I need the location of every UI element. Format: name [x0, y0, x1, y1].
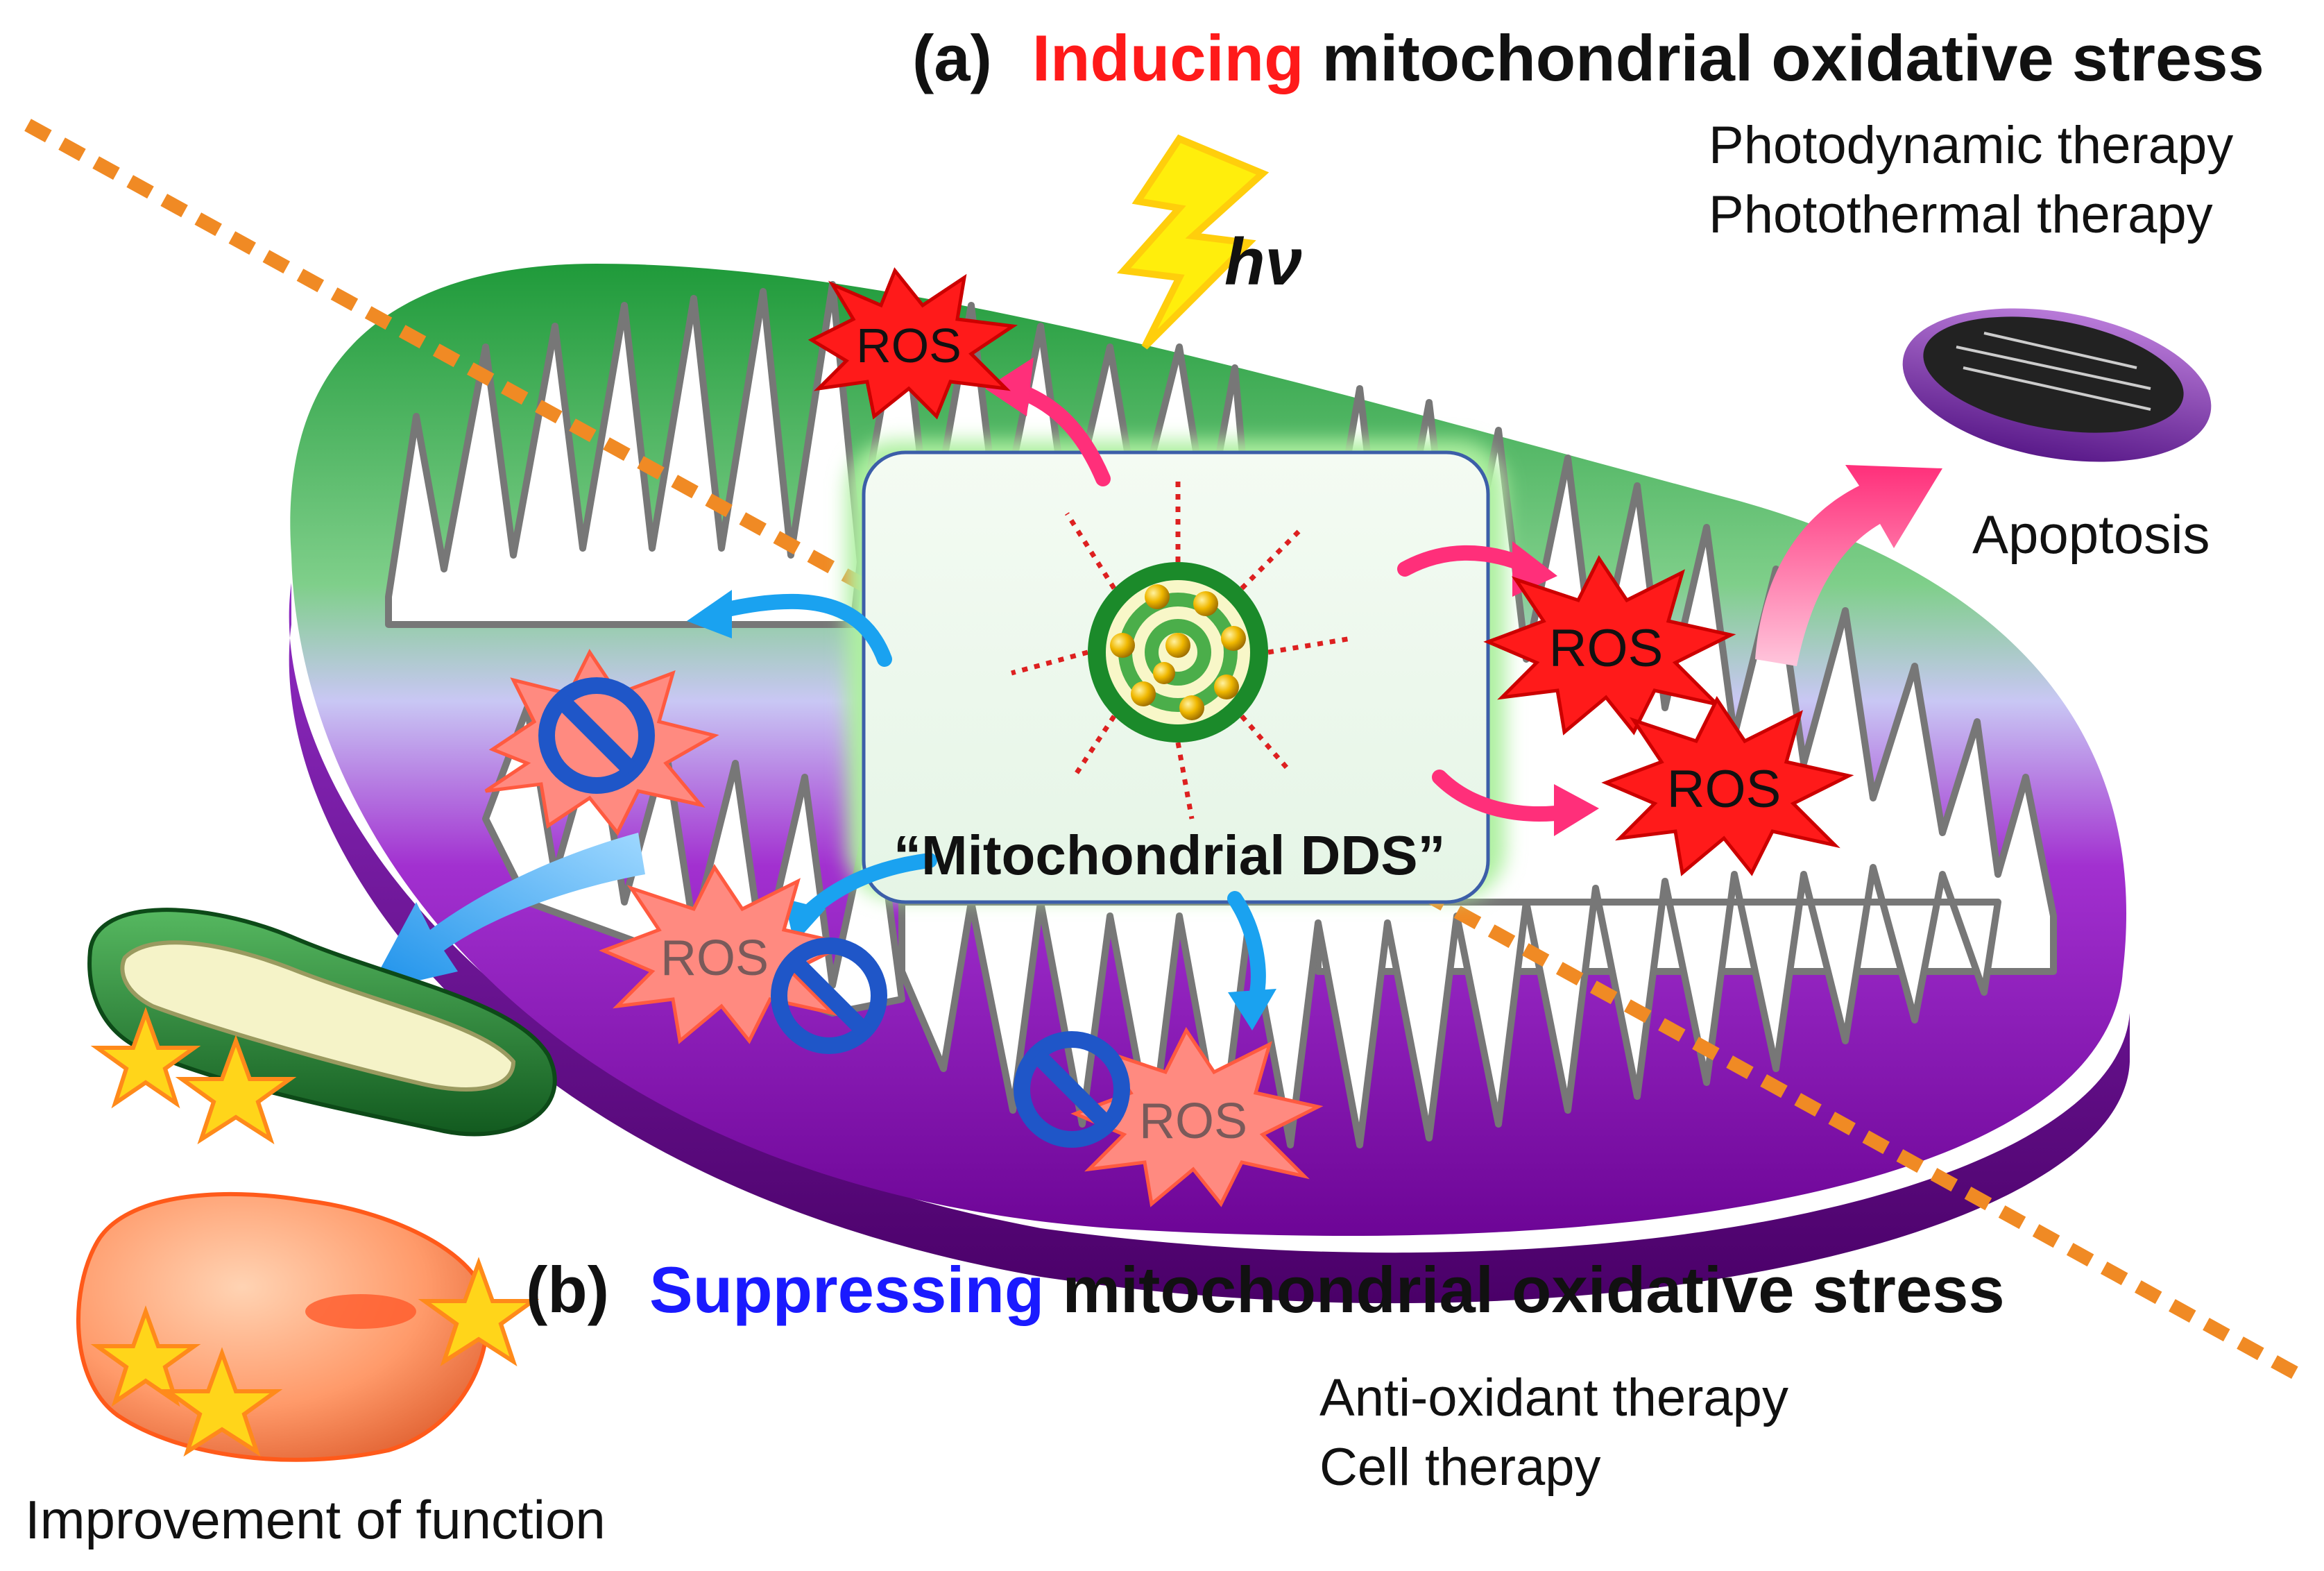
- section-b-letter: (b): [526, 1253, 610, 1326]
- improvement-label: Improvement of function: [25, 1489, 606, 1550]
- section-a-letter: (a): [912, 22, 992, 94]
- therapy-photothermal: Photothermal therapy: [1709, 185, 2213, 244]
- suppressing-keyword: Suppressing: [649, 1253, 1045, 1326]
- inducing-keyword: Inducing: [1032, 22, 1304, 94]
- therapy-cell: Cell therapy: [1319, 1438, 1601, 1497]
- suppressing-rest: mitochondrial oxidative stress: [1044, 1253, 2005, 1326]
- ros-label-b2: ROS: [1139, 1094, 1247, 1149]
- ros-label-a2: ROS: [1549, 619, 1664, 678]
- heading-inducing: (a) Inducing mitochondrial oxidative stre…: [912, 21, 2264, 96]
- ros-label-a1: ROS: [856, 319, 962, 373]
- therapy-photodynamic: Photodynamic therapy: [1709, 116, 2234, 175]
- no-symbol-icon: [1014, 1031, 1130, 1148]
- ros-star-a3: ROS: [1601, 696, 1854, 876]
- apoptosis-arrow: [1755, 465, 1942, 666]
- mitochondrial-dds-label: “Mitochondrial DDS”: [894, 824, 1446, 886]
- suppressed-ros-3: ROS: [1070, 1027, 1324, 1207]
- induce-therapy-list: Photodynamic therapy Photothermal therap…: [1709, 111, 2233, 250]
- apoptotic-mitochondrion: [1902, 308, 2212, 462]
- apoptosis-label: Apoptosis: [1972, 504, 2210, 565]
- healthy-mitochondrion: [87, 908, 557, 1137]
- star-icon: [90, 1305, 201, 1407]
- star-icon: [90, 1007, 201, 1109]
- suppress-arrows: [714, 593, 1266, 1007]
- improvement-arrow: [368, 833, 645, 992]
- star-icon: [161, 1347, 283, 1457]
- suppress-therapy-list: Anti-oxidant therapy Cell therapy: [1319, 1364, 1788, 1502]
- heading-suppressing: (b) Suppressing mitochondrial oxidative s…: [526, 1252, 2005, 1327]
- lightning-bolt-icon: [1116, 134, 1270, 350]
- star-icon: [418, 1257, 540, 1367]
- ros-label-a3: ROS: [1667, 760, 1782, 819]
- no-symbol-icon: [538, 677, 655, 794]
- ros-star-a1: ROS: [808, 267, 1018, 420]
- star-icon: [175, 1035, 297, 1145]
- ros-label-b1: ROS: [660, 931, 769, 986]
- therapy-antioxidant: Anti-oxidant therapy: [1319, 1368, 1788, 1427]
- inducing-rest: mitochondrial oxidative stress: [1304, 22, 2264, 94]
- suppressed-ros-1: [484, 649, 719, 836]
- function-stars: [90, 1007, 540, 1457]
- no-symbol-icon: [771, 937, 887, 1054]
- nanoparticle-icon: [1011, 479, 1352, 820]
- ros-star-a2: ROS: [1483, 555, 1736, 736]
- light-label: hν: [1224, 225, 1302, 299]
